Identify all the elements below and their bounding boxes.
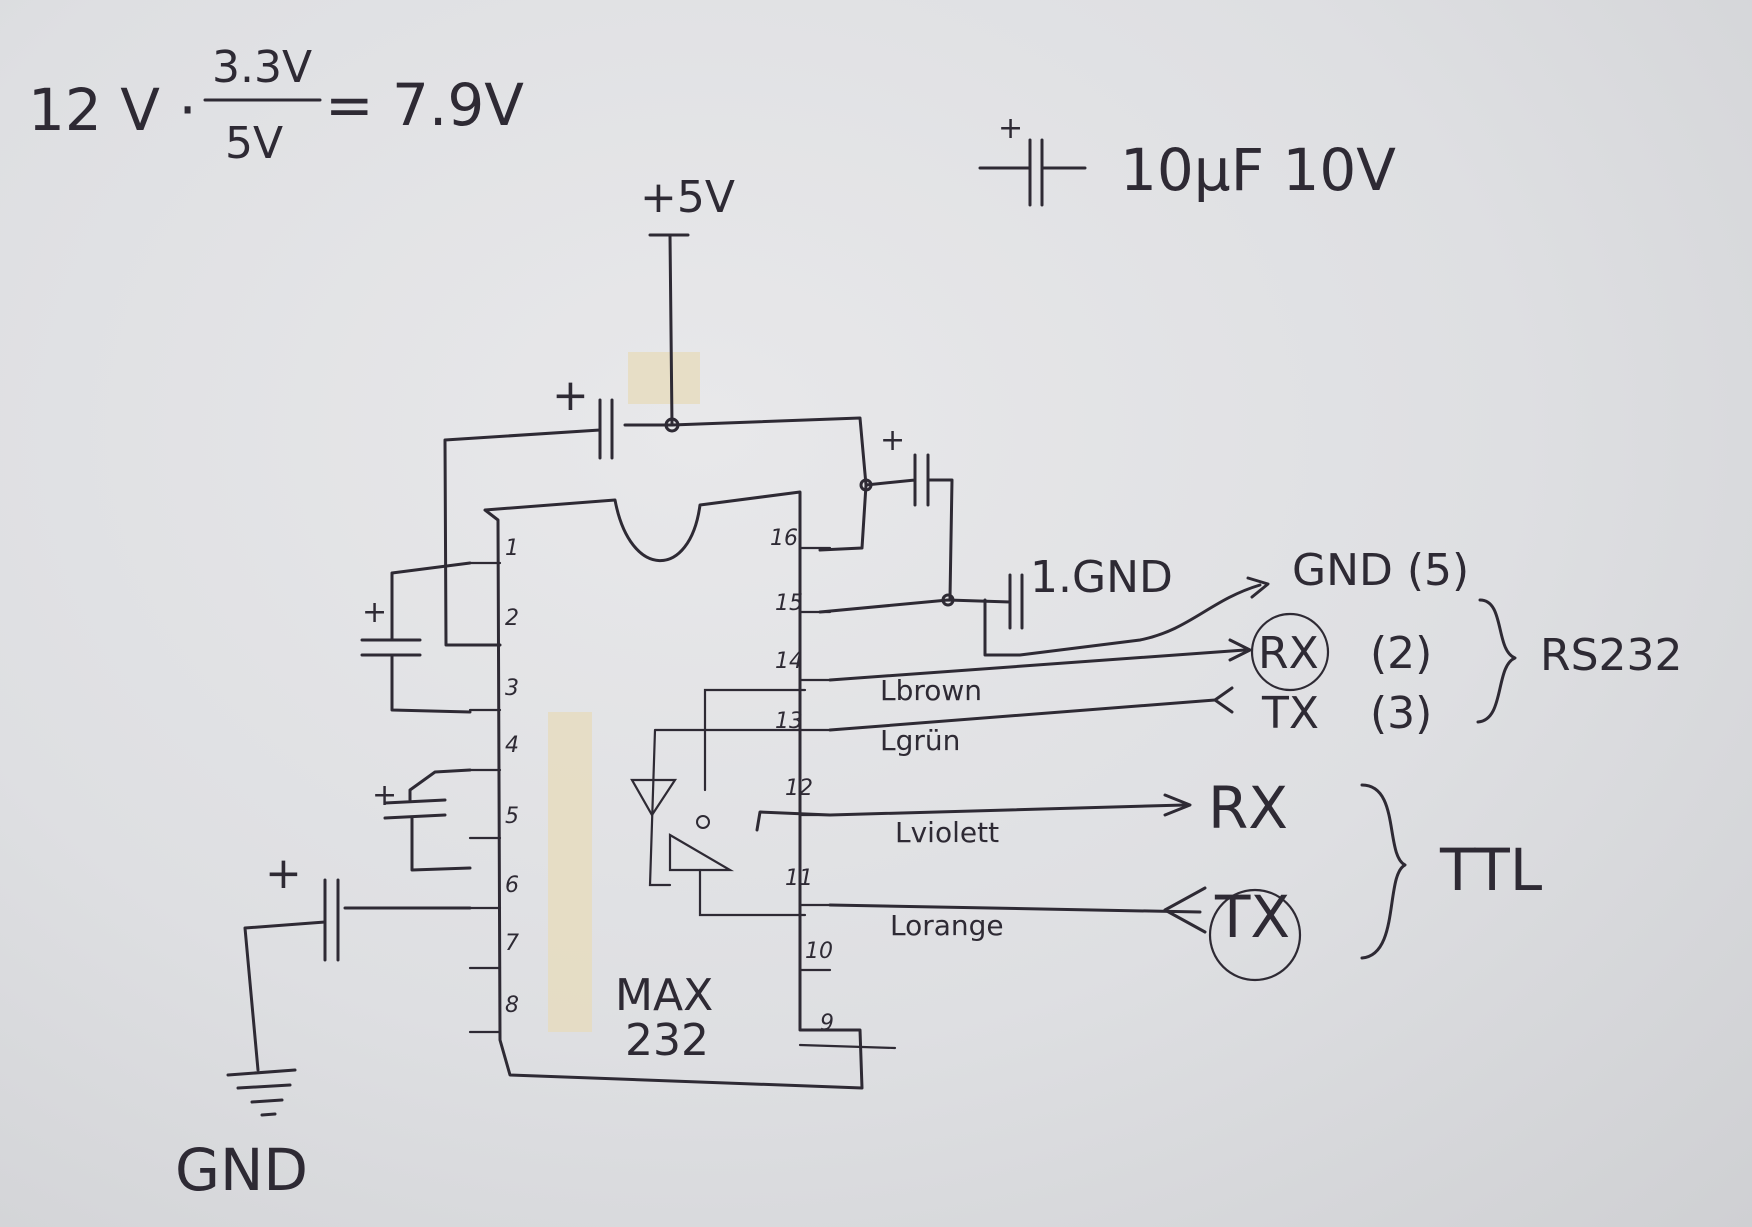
rail-to-pin2: [443, 398, 674, 647]
wire-orange: [828, 903, 1202, 914]
cap-pins-4-5: [383, 768, 472, 872]
pin-1: 1: [505, 536, 519, 561]
capacitor-note: 10μF 10V: [1120, 136, 1396, 204]
wire-label-orange: Lorange: [890, 909, 1004, 942]
capacitor-note-plus: +: [998, 111, 1023, 146]
cap-pin6-plus: +: [265, 848, 302, 899]
rail-to-pin16: [670, 416, 868, 552]
cap-pins-1-3-plus: +: [362, 595, 387, 630]
wire-label-green: Lgrün: [880, 724, 960, 757]
chip-label-line1: MAX: [615, 970, 713, 1021]
ground-symbol: [226, 1068, 297, 1117]
pin-14: 14: [775, 649, 803, 674]
formula-result: = 7.9V: [325, 71, 524, 139]
arrow-green: [1213, 686, 1234, 714]
inverter-bubble: [696, 815, 710, 829]
pin-10: 10: [805, 939, 833, 964]
cap-top-plus: +: [552, 370, 589, 421]
rs232-gnd-label: GND (5): [1292, 545, 1469, 596]
rs232-brace: [1476, 598, 1517, 724]
max232-chip-body: [483, 490, 864, 1090]
rs232-rx-label: RX: [1258, 628, 1319, 679]
cap-pins-4-5-plus: +: [372, 778, 397, 813]
cap-pins-1-3: [360, 561, 472, 714]
pin-3: 3: [505, 676, 519, 701]
vcc-label: +5V: [640, 172, 735, 223]
rs232-rx-pin: (2): [1370, 628, 1432, 679]
pin-8: 8: [505, 993, 519, 1018]
cap-pin16: [864, 453, 954, 600]
gnd-to-rs232: [983, 583, 1262, 657]
ttl-label: TTL: [1439, 836, 1542, 904]
ttl-brace: [1360, 783, 1407, 960]
inverter-out: [698, 868, 807, 917]
arrow-brown: [1228, 638, 1252, 662]
pin-5: 5: [505, 804, 519, 829]
formula-numerator: 3.3V: [212, 42, 312, 93]
pin-16: 16: [770, 526, 798, 551]
rs232-label: RS232: [1540, 630, 1682, 681]
pin-15: 15: [775, 591, 803, 616]
arrow-orange: [1163, 886, 1207, 934]
cap-pin6-gnd: [243, 878, 472, 1072]
ttl-tx-label: TX: [1214, 883, 1290, 951]
formula-left: 12 V ·: [28, 76, 197, 144]
gnd-cap-pin15: [818, 573, 1024, 630]
wire-brown: [828, 648, 1247, 682]
inverter-wires: [648, 688, 807, 887]
pin-12: 12: [785, 776, 813, 801]
gnd-tap-label: 1.GND: [1030, 552, 1173, 603]
ttl-rx-label: RX: [1208, 774, 1288, 842]
pin-2: 2: [505, 606, 519, 631]
capacitor-note-symbol: +: [978, 111, 1087, 207]
rs232-tx-label: TX: [1261, 688, 1319, 739]
pin-9: 9: [820, 1011, 834, 1036]
left-pins: 1 2 3 4 5 6 7 8: [468, 536, 519, 1034]
wire-violet: [755, 803, 1187, 832]
wire-green: [828, 698, 1217, 732]
pin-6: 6: [505, 873, 519, 898]
gnd-arrow: [1246, 576, 1270, 599]
cap-pin16-plus: +: [880, 423, 905, 458]
chip-label-line2: 232: [625, 1015, 709, 1066]
formula-denominator: 5V: [225, 118, 283, 169]
vcc-wire: [668, 233, 674, 427]
pin-7: 7: [505, 931, 519, 956]
inverter-1: [630, 778, 678, 818]
arrow-violet: [1163, 793, 1192, 817]
wire-label-brown: Lbrown: [880, 674, 982, 707]
ttl-tx-circle: [1208, 888, 1302, 982]
right-pins: 16 15 14 13 12 11 10 9: [770, 526, 897, 1050]
pin-11: 11: [785, 866, 813, 891]
rs232-rx-circle: [1250, 612, 1330, 692]
inverter-2: [668, 833, 735, 872]
pin-4: 4: [505, 733, 519, 758]
gnd-label: GND: [175, 1136, 308, 1204]
rs232-tx-pin: (3): [1370, 688, 1432, 739]
wire-label-violet: Lviolett: [895, 816, 999, 849]
tape-chip: [548, 712, 592, 1032]
tape-top: [628, 352, 700, 404]
